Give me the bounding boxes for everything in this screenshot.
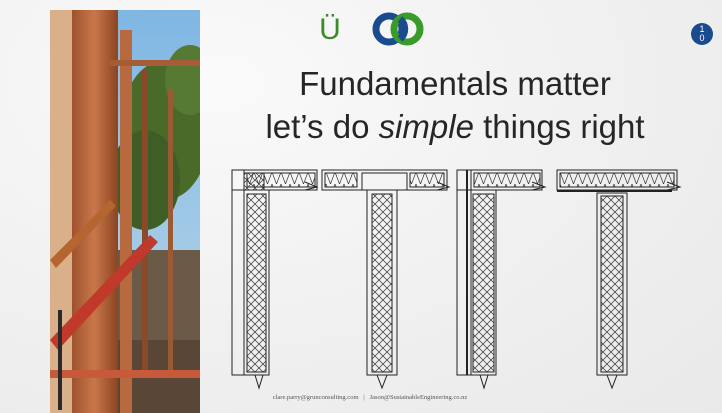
diagram-corner-1	[231, 169, 319, 390]
footer-email-2: Jason@SustainableEngineering.co.nz	[369, 394, 468, 401]
slide-title: Fundamentals matter let’s do simple thin…	[205, 62, 705, 148]
page-number-digit-1: 1	[699, 24, 705, 34]
title-line-2-prefix: let’s do	[265, 108, 379, 145]
footer-email-1: clare.parry@grunconsulting.com	[272, 394, 359, 401]
diagram-tee-1	[321, 169, 451, 390]
logo-letter: Ü	[319, 13, 341, 46]
diagram-tee-2	[556, 169, 682, 390]
footer-contacts: clare.parry@grunconsulting.com | Jason@S…	[200, 394, 540, 401]
title-emphasis: simple	[378, 108, 474, 145]
title-line-1: Fundamentals matter	[299, 65, 611, 102]
wall-junction-diagrams	[227, 160, 682, 390]
page-number-badge: 1 0	[691, 23, 713, 45]
diagram-corner-2	[456, 169, 547, 390]
title-line-2: let’s do simple things right	[205, 105, 705, 148]
page-number-digit-2: 0	[699, 33, 705, 43]
footer-separator: |	[363, 394, 365, 401]
title-line-2-suffix: things right	[473, 108, 645, 145]
timber-frame-photo	[50, 10, 200, 413]
interlocking-rings-logo-icon	[367, 12, 431, 46]
